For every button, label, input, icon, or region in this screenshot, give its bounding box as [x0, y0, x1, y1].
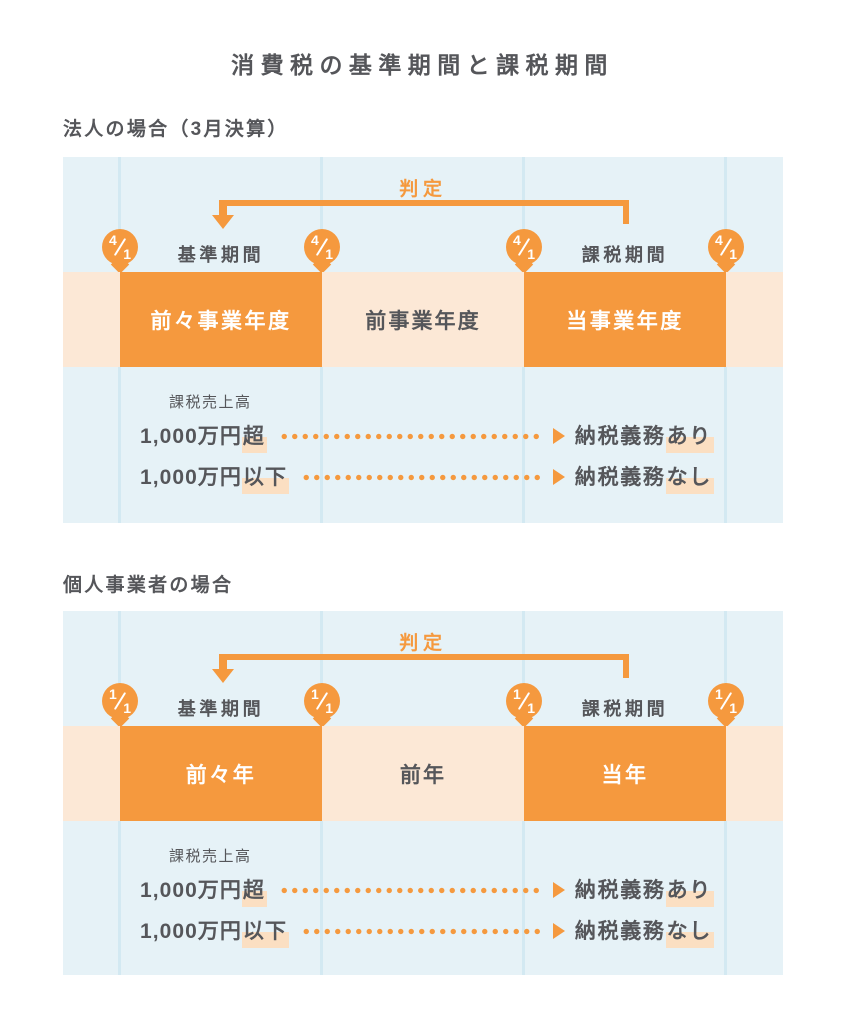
pin-date-denominator: 1 — [527, 246, 535, 262]
qualifier-highlight: 超 — [241, 878, 267, 907]
threshold-amount: 1,000万円以下 — [140, 919, 290, 948]
pin-date-numerator: 4 — [311, 232, 319, 248]
arrow-right-icon — [552, 428, 565, 444]
pin-date-numerator: 1 — [311, 686, 319, 702]
sole-proprietor-timeline-panel: 判定 1 1 1 1 1 1 1 1 基準期間 課税期間 前々年 前年 — [63, 611, 783, 975]
rule-row-over-threshold: 1,000万円超 納税義務あり — [140, 420, 714, 453]
outcome-highlight: あり — [665, 424, 714, 453]
date-pin-icon: 4 1 — [304, 229, 340, 265]
dotted-connector — [278, 886, 543, 894]
rule-result: 納税義務なし — [574, 465, 714, 494]
result-text: 納税義務 — [574, 919, 666, 943]
arrow-down-icon — [212, 669, 234, 683]
pin-date-denominator: 1 — [123, 700, 131, 716]
result-text: 納税義務 — [574, 465, 666, 489]
pin-date-numerator: 4 — [715, 232, 723, 248]
taxable-sales-label: 課税売上高 — [169, 394, 252, 411]
arrow-right-icon — [552, 882, 565, 898]
arrow-down-shaft — [219, 200, 227, 217]
section-heading-corporate: 法人の場合（3月決算） — [63, 119, 289, 140]
rule-result: 納税義務なし — [574, 919, 714, 948]
arrow-right-icon — [552, 923, 565, 939]
timeline-box-current-year: 当年 — [524, 726, 726, 821]
judgement-bracket-line — [222, 654, 629, 660]
base-period-label: 基準期間 — [177, 699, 265, 719]
outcome-highlight: あり — [665, 878, 714, 907]
threshold-amount: 1,000万円超 — [140, 878, 267, 907]
taxable-period-label: 課税期間 — [581, 245, 669, 265]
pin-date-numerator: 1 — [715, 686, 723, 702]
date-pin-icon: 4 1 — [102, 229, 138, 265]
pin-date-numerator: 4 — [513, 232, 521, 248]
pin-date-denominator: 1 — [729, 700, 737, 716]
dotted-connector — [301, 927, 543, 935]
rule-row-under-threshold: 1,000万円以下 納税義務なし — [140, 915, 714, 948]
pin-date-numerator: 1 — [513, 686, 521, 702]
threshold-amount: 1,000万円以下 — [140, 465, 290, 494]
result-text: 納税義務 — [574, 424, 666, 448]
timeline-label-previous-year: 前年 — [399, 763, 447, 787]
taxable-period-label: 課税期間 — [581, 699, 669, 719]
outcome-highlight: なし — [665, 465, 714, 494]
section-heading-sole-proprietor: 個人事業者の場合 — [63, 575, 234, 596]
pin-date-numerator: 1 — [109, 686, 117, 702]
corporate-timeline-panel: 判定 4 1 4 1 4 1 4 1 基準期間 課税期間 前々事業年度 前事業年 — [63, 157, 783, 523]
amount-text: 1,000万円 — [140, 878, 242, 902]
arrow-right-icon — [552, 469, 565, 485]
result-text: 納税義務 — [574, 878, 666, 902]
judgement-label: 判定 — [399, 633, 447, 654]
base-period-label: 基準期間 — [177, 245, 265, 265]
judgement-bracket-line — [222, 200, 629, 206]
date-pin-icon: 4 1 — [506, 229, 542, 265]
timeline-box-current-fiscal-year: 当事業年度 — [524, 272, 726, 367]
date-pin-icon: 4 1 — [708, 229, 744, 265]
pin-date-denominator: 1 — [729, 246, 737, 262]
timeline-label-previous-fiscal-year: 前事業年度 — [365, 309, 481, 333]
threshold-amount: 1,000万円超 — [140, 424, 267, 453]
rule-row-under-threshold: 1,000万円以下 納税義務なし — [140, 461, 714, 494]
qualifier-highlight: 以下 — [241, 919, 290, 948]
judgement-bracket-stub — [623, 654, 629, 678]
amount-text: 1,000万円 — [140, 465, 242, 489]
amount-text: 1,000万円 — [140, 919, 242, 943]
timeline-box-two-years-ago: 前々年 — [120, 726, 322, 821]
page-title: 消費税の基準期間と課税期間 — [231, 52, 614, 78]
rule-result: 納税義務あり — [574, 424, 714, 453]
pin-date-denominator: 1 — [325, 246, 333, 262]
pin-date-denominator: 1 — [123, 246, 131, 262]
date-pin-icon: 1 1 — [708, 683, 744, 719]
taxable-sales-label: 課税売上高 — [169, 848, 252, 865]
judgement-bracket-stub — [623, 200, 629, 224]
dotted-connector — [278, 432, 543, 440]
rule-row-over-threshold: 1,000万円超 納税義務あり — [140, 874, 714, 907]
arrow-down-shaft — [219, 654, 227, 671]
arrow-down-icon — [212, 215, 234, 229]
pin-date-denominator: 1 — [527, 700, 535, 716]
judgement-label: 判定 — [399, 179, 447, 200]
qualifier-highlight: 超 — [241, 424, 267, 453]
outcome-highlight: なし — [665, 919, 714, 948]
rule-result: 納税義務あり — [574, 878, 714, 907]
qualifier-highlight: 以下 — [241, 465, 290, 494]
amount-text: 1,000万円 — [140, 424, 242, 448]
pin-date-denominator: 1 — [325, 700, 333, 716]
timeline-box-two-fiscal-years-ago: 前々事業年度 — [120, 272, 322, 367]
pin-date-numerator: 4 — [109, 232, 117, 248]
date-pin-icon: 1 1 — [304, 683, 340, 719]
date-pin-icon: 1 1 — [506, 683, 542, 719]
date-pin-icon: 1 1 — [102, 683, 138, 719]
dotted-connector — [301, 473, 543, 481]
